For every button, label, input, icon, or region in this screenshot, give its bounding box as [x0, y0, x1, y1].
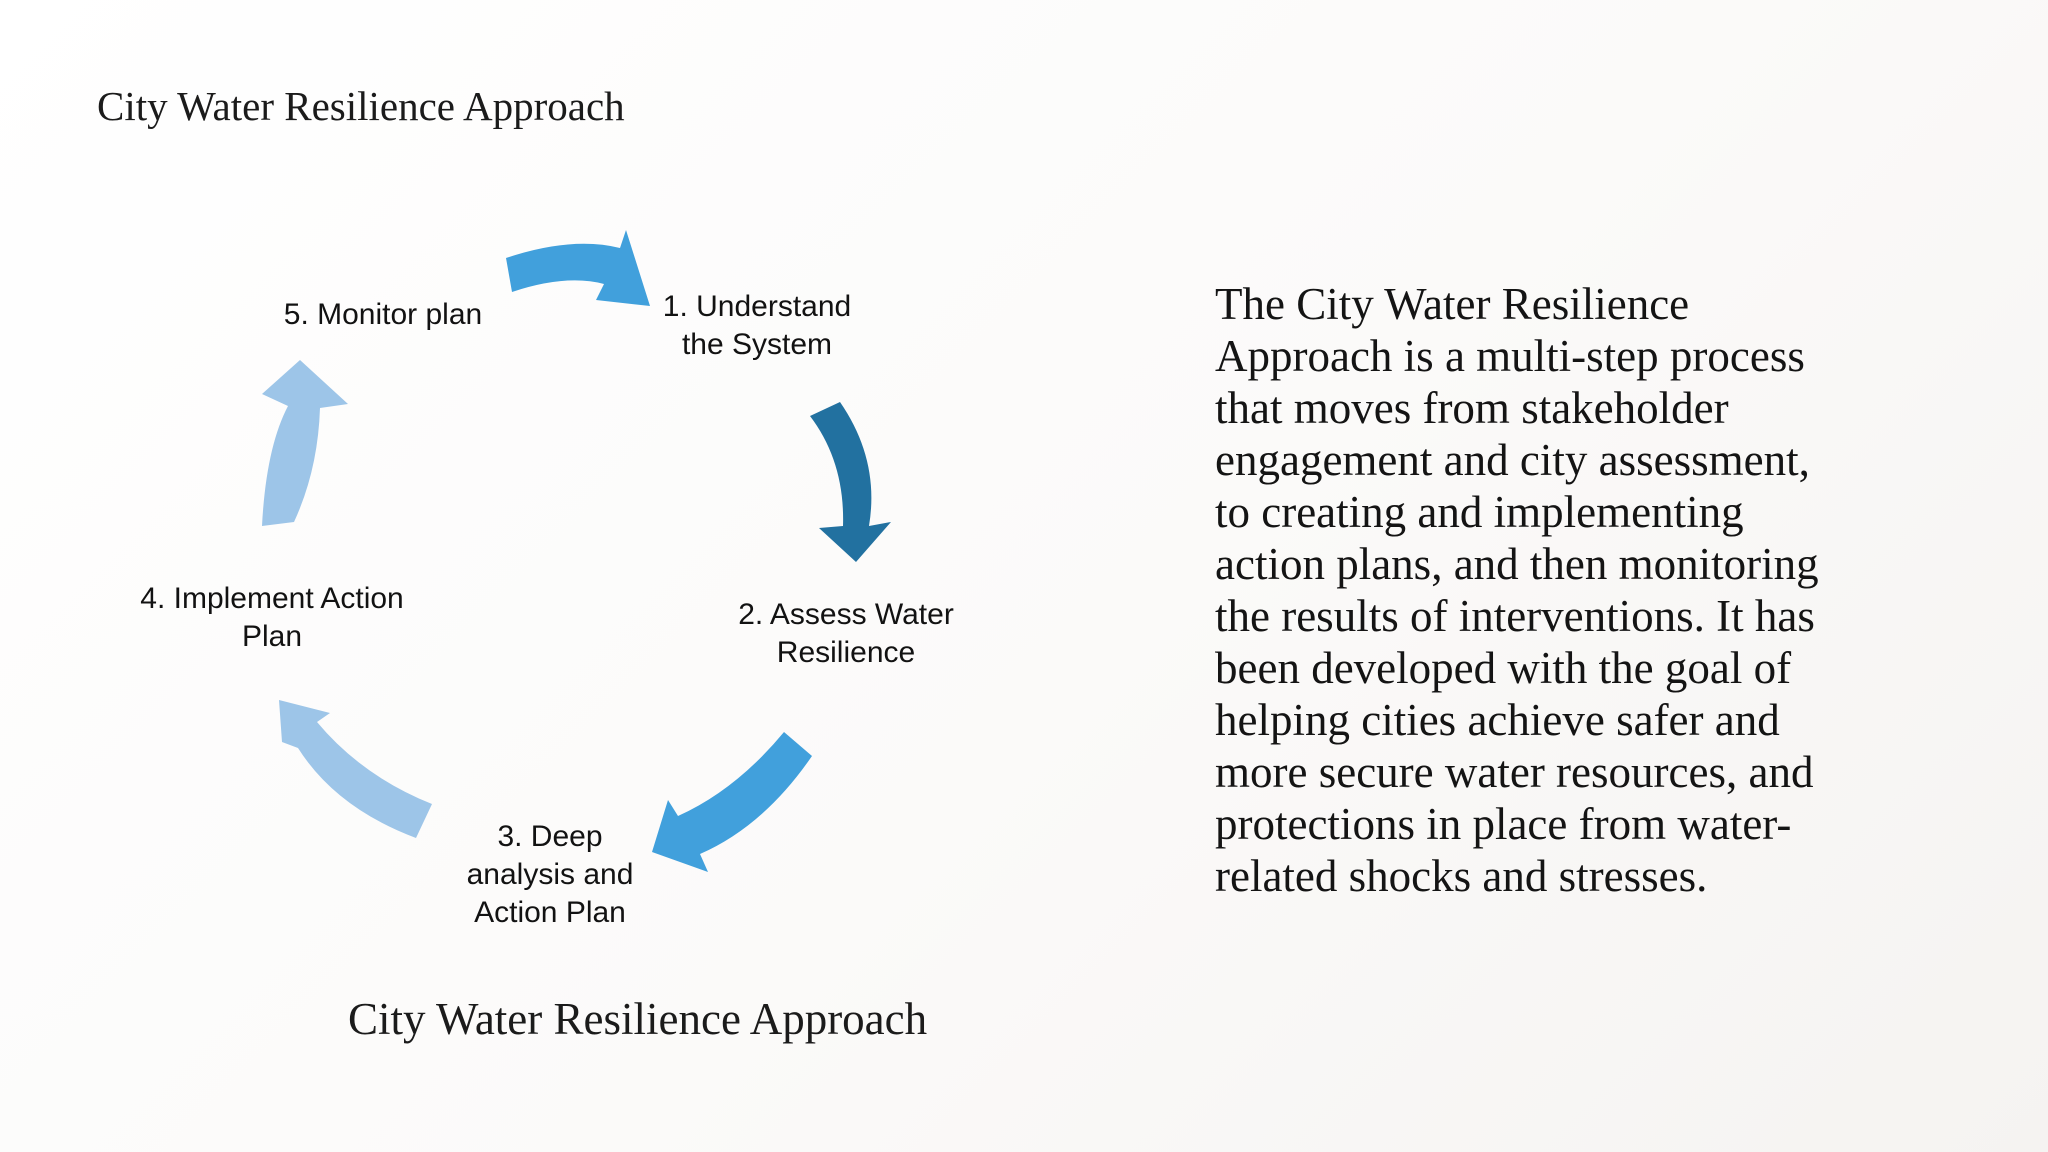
arrow-step2-to-step3-icon [652, 732, 812, 872]
description-paragraph: The City Water Resilience Approach is a … [1215, 279, 1819, 901]
step-label-deep-analysis-action-plan: 3. Deep analysis and Action Plan [466, 820, 634, 929]
step-label-assess-water-resilience: 2. Assess Water Resilience [738, 598, 954, 669]
step-label-monitor-plan: 5. Monitor plan [283, 298, 483, 331]
arrow-step4-to-step5-icon [262, 360, 348, 526]
arrow-step3-to-step4-icon [279, 700, 432, 838]
arrow-step1-to-step2-icon [810, 402, 891, 562]
step-label-understand-system: 1. Understand the System [662, 290, 852, 361]
diagram-caption: City Water Resilience Approach [348, 994, 928, 1044]
arrow-step5-to-step1-icon [506, 230, 650, 306]
step-label-implement-action-plan: 4. Implement Action Plan [140, 582, 404, 653]
page-title: City Water Resilience Approach [97, 83, 625, 129]
